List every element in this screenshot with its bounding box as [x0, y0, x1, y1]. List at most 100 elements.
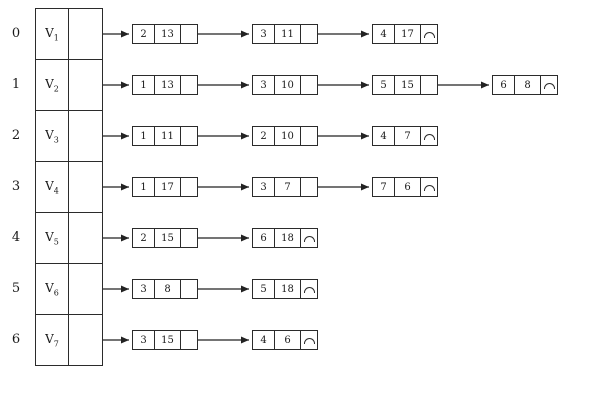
vertex-letter: V — [45, 331, 54, 346]
arc-null-icon — [543, 83, 555, 89]
vertex-label: V4 — [45, 179, 59, 195]
row-index-label: 6 — [11, 332, 21, 347]
adjacent-vertex-cell: 2 — [253, 127, 275, 145]
vertex-label: V7 — [45, 332, 59, 348]
weight-cell: 18 — [275, 280, 301, 298]
weight-cell: 13 — [155, 25, 181, 43]
weight-cell: 11 — [155, 127, 181, 145]
vertex-cell: V3 — [35, 110, 69, 162]
weight-cell: 11 — [275, 25, 301, 43]
weight-cell: 15 — [155, 229, 181, 247]
vertex-subscript: 5 — [53, 237, 59, 247]
next-pointer-cell — [181, 127, 197, 145]
row-index-label: 2 — [11, 128, 21, 143]
next-pointer-cell — [181, 229, 197, 247]
weight-cell: 7 — [395, 127, 421, 145]
adjacent-vertex-cell: 5 — [373, 76, 395, 94]
weight-cell: 6 — [395, 178, 421, 196]
adjacent-vertex-cell: 4 — [373, 25, 395, 43]
row-index-label: 0 — [11, 26, 21, 41]
adjacent-vertex-cell: 4 — [253, 331, 275, 349]
weight-cell: 7 — [275, 178, 301, 196]
null-pointer-cell — [301, 331, 317, 349]
vertex-letter: V — [45, 76, 54, 91]
array-pointer-cell — [68, 161, 103, 213]
row-index-label: 4 — [11, 230, 21, 245]
null-pointer-cell — [421, 25, 437, 43]
null-pointer-cell — [421, 127, 437, 145]
vertex-subscript: 2 — [53, 84, 59, 94]
weight-cell: 8 — [155, 280, 181, 298]
weight-cell: 10 — [275, 76, 301, 94]
next-pointer-cell — [301, 76, 317, 94]
weight-cell: 6 — [275, 331, 301, 349]
weight-cell: 15 — [155, 331, 181, 349]
next-pointer-cell — [301, 25, 317, 43]
arc-null-icon — [423, 32, 435, 38]
array-pointer-cell — [68, 110, 103, 162]
next-pointer-cell — [181, 178, 197, 196]
arc-null-icon — [303, 338, 315, 344]
adjacent-vertex-cell: 3 — [253, 76, 275, 94]
vertex-cell: V2 — [35, 59, 69, 111]
vertex-label: V6 — [45, 281, 59, 297]
vertex-cell: V7 — [35, 314, 69, 366]
adjacent-vertex-cell: 4 — [373, 127, 395, 145]
vertex-subscript: 7 — [53, 339, 59, 349]
row-index-label: 5 — [11, 281, 21, 296]
null-pointer-cell — [541, 76, 557, 94]
vertex-label: V2 — [45, 77, 59, 93]
vertex-label: V5 — [45, 230, 59, 246]
adjacent-vertex-cell: 1 — [133, 76, 155, 94]
weight-cell: 10 — [275, 127, 301, 145]
adjacent-vertex-cell: 2 — [133, 25, 155, 43]
vertex-letter: V — [45, 280, 54, 295]
array-pointer-cell — [68, 59, 103, 111]
weight-cell: 18 — [275, 229, 301, 247]
array-pointer-cell — [68, 212, 103, 264]
null-pointer-cell — [421, 178, 437, 196]
adjacent-vertex-cell: 6 — [493, 76, 515, 94]
vertex-letter: V — [45, 178, 54, 193]
adjacent-vertex-cell: 3 — [253, 25, 275, 43]
vertex-label: V1 — [45, 26, 59, 42]
row-index-label: 3 — [11, 179, 21, 194]
vertex-subscript: 4 — [53, 186, 59, 196]
next-pointer-cell — [181, 76, 197, 94]
adjacent-vertex-cell: 1 — [133, 178, 155, 196]
array-pointer-cell — [68, 8, 103, 60]
weight-cell: 13 — [155, 76, 181, 94]
weight-cell: 15 — [395, 76, 421, 94]
vertex-subscript: 3 — [53, 135, 59, 145]
vertex-letter: V — [45, 25, 54, 40]
next-pointer-cell — [181, 331, 197, 349]
adjacent-vertex-cell: 3 — [133, 331, 155, 349]
next-pointer-cell — [181, 280, 197, 298]
weight-cell: 8 — [515, 76, 541, 94]
arc-null-icon — [423, 134, 435, 140]
vertex-cell: V5 — [35, 212, 69, 264]
adjacent-vertex-cell: 1 — [133, 127, 155, 145]
row-index-label: 1 — [11, 77, 21, 92]
adjacent-vertex-cell: 3 — [133, 280, 155, 298]
next-pointer-cell — [421, 76, 437, 94]
arc-null-icon — [423, 185, 435, 191]
arc-null-icon — [303, 236, 315, 242]
vertex-letter: V — [45, 229, 54, 244]
adjacent-vertex-cell: 6 — [253, 229, 275, 247]
adjacent-vertex-cell: 7 — [373, 178, 395, 196]
array-pointer-cell — [68, 314, 103, 366]
